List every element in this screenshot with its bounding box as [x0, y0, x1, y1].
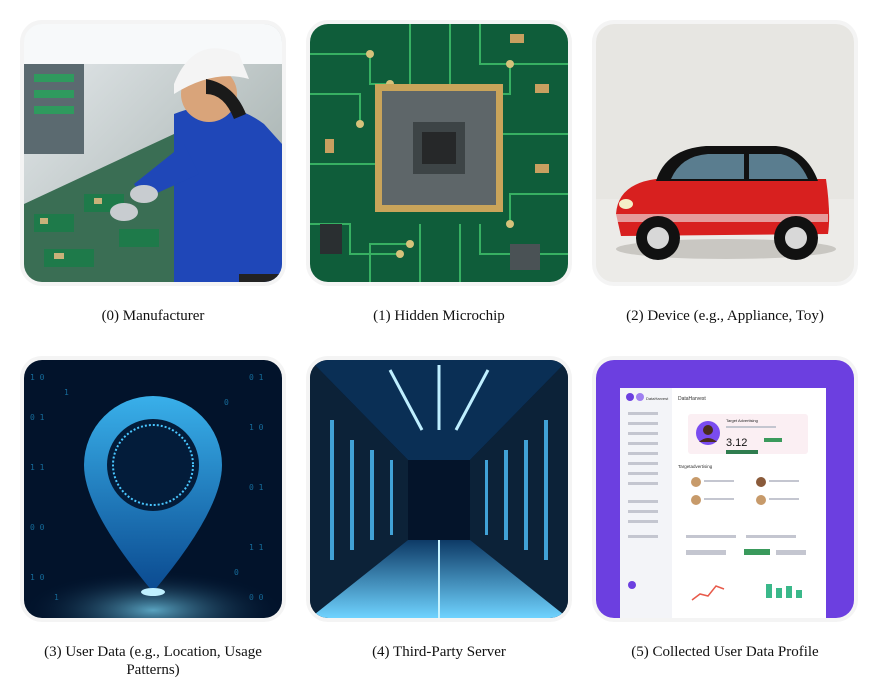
caption-device: (2) Device (e.g., Appliance, Toy)	[626, 308, 824, 324]
svg-text:0 1: 0 1	[249, 483, 264, 492]
user-data-location-image: 1 00 11 10 01 0 0 11 00 11 10 0 1010	[24, 360, 282, 618]
device-toy-car-image	[596, 24, 854, 282]
svg-text:0 0: 0 0	[30, 523, 45, 532]
page-title: DataHarvest	[678, 396, 706, 402]
caption-manufacturer: (0) Manufacturer	[101, 308, 205, 324]
section-title: Targetadvertising	[678, 464, 713, 469]
svg-text:1 1: 1 1	[30, 463, 45, 472]
card-value: 3.12	[726, 437, 747, 449]
app-name: DataHarvest	[646, 396, 669, 401]
caption-hidden-microchip: (1) Hidden Microchip	[373, 308, 505, 324]
caption-third-party-server: (4) Third-Party Server	[372, 644, 506, 660]
svg-text:1 0: 1 0	[30, 373, 45, 382]
svg-text:0: 0	[224, 398, 229, 407]
card-title: Target Advertising	[726, 418, 758, 423]
caption-collected-profile: (5) Collected User Data Profile	[631, 644, 819, 660]
caption-user-data: (3) User Data (e.g., Location, Usage Pat…	[44, 644, 262, 678]
svg-text:0 1: 0 1	[249, 373, 264, 382]
microchip-image	[310, 24, 568, 282]
user-profile-dashboard-image: DataHarvest DataHarvest Target Advertisi…	[596, 360, 854, 618]
svg-text:0 1: 0 1	[30, 413, 45, 422]
svg-text:1: 1	[64, 388, 69, 397]
svg-text:1 0: 1 0	[249, 423, 264, 432]
manufacturer-image	[24, 24, 282, 282]
third-party-server-image	[310, 360, 568, 618]
